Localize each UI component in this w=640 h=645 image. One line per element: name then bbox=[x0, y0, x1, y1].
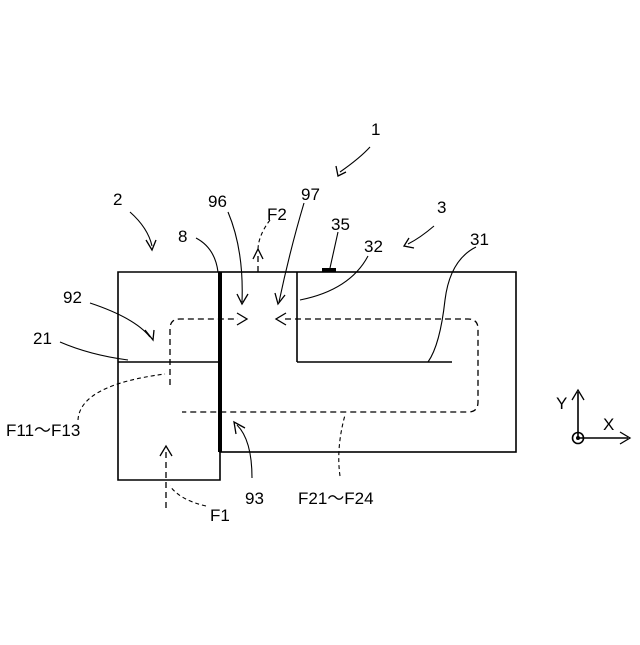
label-32: 32 bbox=[364, 237, 383, 256]
flow-path-right-loop bbox=[182, 319, 478, 412]
label-f2: F2 bbox=[267, 205, 287, 224]
arrow-left-head bbox=[276, 313, 286, 325]
axis-y-label: Y bbox=[556, 394, 567, 413]
label-1: 1 bbox=[371, 120, 380, 139]
label-2: 2 bbox=[113, 190, 122, 209]
leader-f11-f13 bbox=[78, 374, 165, 420]
leader-f2 bbox=[258, 220, 270, 250]
label-8: 8 bbox=[178, 227, 187, 246]
label-f11-f13: F11～F13 bbox=[6, 421, 80, 440]
label-21: 21 bbox=[33, 329, 52, 348]
arrow-right-head bbox=[237, 313, 247, 325]
label-f21-f24: F21～F24 bbox=[298, 489, 374, 508]
axis-x-label: X bbox=[603, 415, 614, 434]
unit-2-outline bbox=[118, 272, 220, 480]
label-97: 97 bbox=[301, 185, 320, 204]
label-f1: F1 bbox=[210, 506, 230, 525]
leader-3 bbox=[408, 226, 434, 244]
leader-92 bbox=[90, 303, 150, 337]
flow-path-upper bbox=[170, 319, 238, 385]
leader-f21-f24 bbox=[339, 415, 345, 476]
leader-92-arrow bbox=[145, 330, 154, 340]
leader-1 bbox=[340, 147, 370, 172]
label-92: 92 bbox=[63, 288, 82, 307]
leader-31 bbox=[428, 247, 476, 362]
leader-2 bbox=[130, 212, 152, 246]
leader-f1 bbox=[170, 486, 206, 506]
label-35: 35 bbox=[331, 215, 350, 234]
leader-8 bbox=[196, 238, 218, 272]
axis-z-dot bbox=[576, 436, 580, 440]
label-93: 93 bbox=[245, 489, 264, 508]
leader-32 bbox=[300, 256, 368, 300]
leader-96 bbox=[228, 212, 242, 302]
leader-35 bbox=[330, 232, 338, 268]
label-31: 31 bbox=[470, 230, 489, 249]
label-96: 96 bbox=[208, 192, 227, 211]
label-3: 3 bbox=[437, 198, 446, 217]
